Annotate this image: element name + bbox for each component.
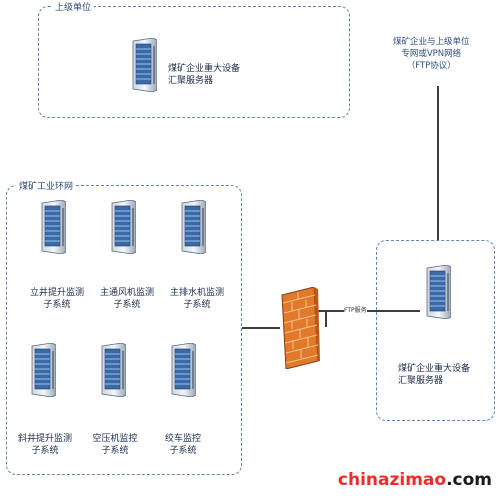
right-aggregation-server-caption: 煤矿企业重大设备 汇聚服务器 (398, 363, 470, 387)
subsystem-caption-line1: 主排水机监测 (169, 288, 224, 298)
watermark-part2: .com (446, 470, 492, 490)
firewall-to-server-line-vertical (325, 310, 327, 327)
uplink-line (437, 86, 439, 240)
subsystem-server-icon (180, 200, 206, 254)
subsystem-server-icon (110, 200, 136, 254)
firewall-to-server-line (318, 310, 326, 312)
subsystem-caption-line2: 子系统 (101, 446, 129, 456)
network-note: 煤矿企业与上级单位 专网或VPN网络 （FTP协议） (393, 36, 470, 72)
right-aggregation-server-icon (425, 265, 451, 319)
subsystem-caption: 空压机监控 子系统 (85, 433, 145, 457)
firewall-to-server-line-horizontal (325, 310, 420, 312)
mine-network-zone (6, 185, 242, 475)
right-server-zone (376, 240, 495, 421)
site-watermark: chinazimao.com (338, 470, 492, 490)
superior-unit-zone (38, 6, 350, 118)
subsystem-caption-line1: 斜井提升监测 (17, 434, 72, 444)
subsystem-server-icon (40, 200, 66, 254)
subsystem-caption: 主通风机监测 子系统 (95, 287, 159, 311)
superior-unit-zone-label: 上级单位 (52, 0, 95, 13)
right-server-line2: 汇聚服务器 (398, 376, 444, 386)
subsystem-caption-line2: 子系统 (113, 300, 141, 310)
subsystem-caption: 主排水机监测 子系统 (165, 287, 229, 311)
subsystem-caption-line2: 子系统 (183, 300, 211, 310)
subsystem-caption-line2: 子系统 (31, 446, 59, 456)
top-server-line1: 煤矿企业重大设备 (168, 64, 241, 74)
subsystem-server-icon (170, 343, 196, 397)
network-note-line1: 煤矿企业与上级单位 (393, 37, 470, 47)
subsystem-caption-line1: 主通风机监测 (99, 288, 154, 298)
top-aggregation-server-icon (131, 38, 157, 92)
top-aggregation-server-caption: 煤矿企业重大设备 汇聚服务器 (168, 63, 240, 87)
right-server-line1: 煤矿企业重大设备 (398, 364, 471, 374)
network-note-line3: （FTP协议） (406, 61, 456, 71)
watermark-part1: chinazimao (337, 470, 447, 490)
subsystem-caption-line1: 立井提升监测 (29, 288, 84, 298)
network-note-line2: 专网或VPN网络 (401, 49, 462, 59)
subsystem-caption-line2: 子系统 (169, 446, 197, 456)
subsystem-caption-line1: 空压机监控 (92, 434, 138, 444)
mine-network-zone-label: 煤矿工业环网 (16, 179, 77, 192)
mine-to-firewall-line (242, 327, 280, 329)
subsystem-server-icon (100, 343, 126, 397)
subsystem-caption: 绞车监控 子系统 (155, 433, 211, 457)
firewall-icon (278, 286, 320, 373)
subsystem-caption-line1: 绞车监控 (164, 434, 201, 444)
ftp-service-label: FTP服务 (344, 305, 367, 314)
subsystem-caption-line2: 子系统 (43, 300, 71, 310)
top-server-line2: 汇聚服务器 (168, 76, 214, 86)
subsystem-server-icon (30, 343, 56, 397)
subsystem-caption: 斜井提升监测 子系统 (13, 433, 77, 457)
subsystem-caption: 立井提升监测 子系统 (27, 287, 87, 311)
